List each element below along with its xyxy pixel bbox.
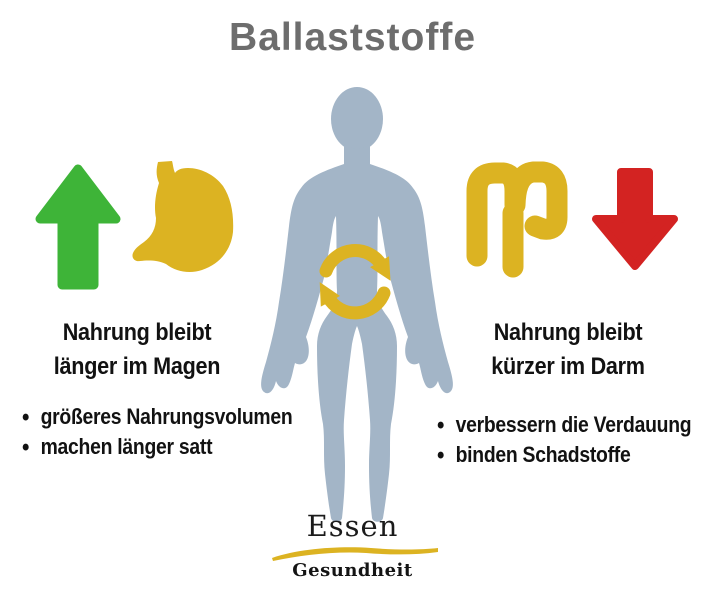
stomach-icon	[132, 161, 234, 272]
bullet-item: verbessern die Verdauung	[437, 410, 692, 440]
digestion-cycle-icon	[319, 244, 391, 320]
left-bullet-list: größeres Nahrungsvolumen machen länger s…	[22, 402, 293, 462]
right-heading-line1: Nahrung bleibt	[493, 319, 643, 346]
intestine-icon	[466, 161, 568, 278]
right-heading-line2: kürzer im Darm	[491, 353, 645, 380]
left-heading: Nahrung bleibt länger im Magen	[29, 316, 245, 384]
left-heading-line2: länger im Magen	[53, 353, 221, 380]
human-silhouette	[261, 87, 453, 522]
bullet-item: binden Schadstoffe	[437, 440, 691, 470]
brand-name-bottom: Gesundheit	[292, 560, 413, 581]
up-arrow-icon	[35, 164, 121, 290]
page-title: Ballaststoffe	[228, 16, 477, 59]
bullet-item: machen länger satt	[22, 432, 292, 462]
left-heading-line1: Nahrung bleibt	[62, 319, 212, 346]
brand-name-top: Essen	[306, 509, 399, 543]
right-bullet-list: verbessern die Verdauung binden Schadsto…	[437, 410, 692, 470]
down-arrow-icon	[592, 168, 678, 270]
bullet-item: größeres Nahrungsvolumen	[22, 402, 293, 432]
right-heading: Nahrung bleibt kürzer im Darm	[460, 316, 676, 384]
logo-swoosh-icon	[272, 547, 438, 561]
